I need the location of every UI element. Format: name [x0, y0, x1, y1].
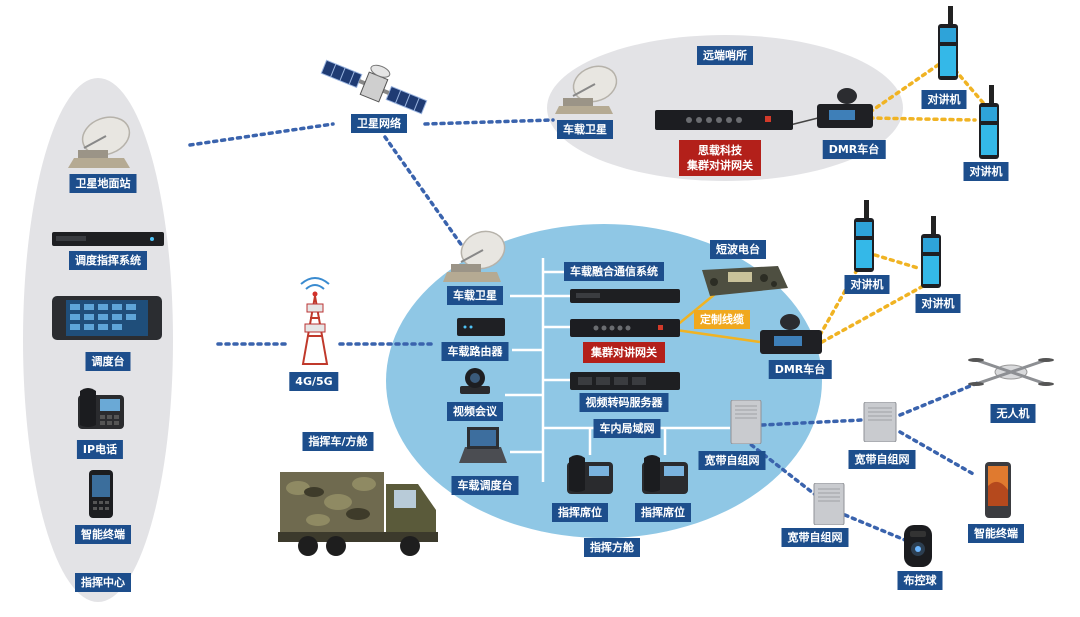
seat-phone-2-icon: [642, 455, 688, 494]
remote-radio-1-icon: [938, 6, 958, 80]
label-remote-gateway-line2: 集群对讲网关: [687, 159, 753, 172]
label-remote-radio-2: 对讲机: [963, 162, 1009, 181]
smart-terminal-icon: [89, 470, 113, 518]
cable-gateway-dmr: [675, 328, 761, 344]
vehicle-console-icon: [459, 427, 507, 463]
cell-tower-icon: [300, 277, 330, 365]
link-satellite-remote-post: [423, 118, 555, 126]
label-seat-2: 指挥席位: [635, 503, 691, 522]
vehicle-satellite-dish-icon: [443, 230, 506, 282]
radio-2-icon: [921, 216, 941, 288]
label-command-vehicle: 指挥车/方舱: [302, 432, 374, 451]
link-remote-dmr-radio2: [868, 116, 977, 122]
label-transcoder: 视频转码服务器: [579, 393, 669, 412]
label-remote-post: 远端哨所: [697, 46, 753, 65]
radio-1-icon: [854, 200, 874, 272]
link-ground-station-satellite: [188, 122, 335, 147]
label-4g5g: 4G/5G: [289, 372, 339, 391]
mesh-node-2-icon: [863, 402, 897, 442]
label-remote-gateway: 思载科技 集群对讲网关: [679, 140, 761, 176]
link-mesh3-camera: [843, 513, 907, 542]
label-dmr: DMR车台: [768, 360, 832, 379]
rugged-terminal-icon: [985, 462, 1011, 518]
label-drone: 无人机: [990, 404, 1036, 423]
transcoder-server-icon: [570, 372, 680, 390]
remote-dmr-radio-icon: [817, 88, 873, 128]
satellite-dish-icon: [68, 116, 131, 168]
label-ptz-camera: 布控球: [897, 571, 943, 590]
mesh-node-3-icon: [813, 483, 845, 525]
label-lan: 车内局域网: [593, 419, 661, 438]
label-mesh-1: 宽带自组网: [698, 451, 766, 470]
label-custom-cable: 定制线缆: [694, 310, 750, 329]
link-mesh-mesh2: [760, 418, 864, 427]
drone-icon: [968, 358, 1054, 386]
label-router: 车载路由器: [441, 342, 509, 361]
cable-remote-gateway-dmr: [789, 117, 819, 126]
seat-phone-1-icon: [567, 455, 613, 494]
ptz-camera-icon: [904, 525, 932, 567]
label-remote-gateway-line1: 思载科技: [698, 144, 742, 157]
satellite-icon: [320, 59, 428, 115]
label-vehicle-gateway-line: 集群对讲网关: [591, 346, 657, 359]
link-mesh-mesh3: [743, 438, 824, 502]
label-ground-station: 卫星地面站: [69, 174, 137, 193]
label-fusion-system: 车载融合通信系统: [564, 262, 664, 281]
label-ip-phone: IP电话: [76, 440, 124, 459]
label-remote-radio-1: 对讲机: [921, 90, 967, 109]
label-remote-dmr: DMR车台: [822, 140, 886, 159]
label-shortwave: 短波电台: [710, 240, 766, 259]
link-radio1-radio2: [873, 253, 920, 270]
fusion-server-icon: [570, 289, 680, 303]
dispatch-server-icon: [52, 232, 164, 246]
command-vehicle-icon: [278, 472, 438, 556]
label-video-conference: 视频会议: [447, 402, 503, 421]
video-camera-icon: [460, 368, 490, 394]
label-mesh-3: 宽带自组网: [781, 528, 849, 547]
dispatch-console-icon: [52, 296, 162, 340]
ip-phone-icon: [78, 388, 124, 429]
label-command-center: 指挥中心: [75, 573, 131, 592]
label-radio-1: 对讲机: [844, 275, 890, 294]
label-mesh-2: 宽带自组网: [848, 450, 916, 469]
label-smart-terminal: 智能终端: [968, 524, 1024, 543]
remote-satellite-dish-icon: [555, 65, 618, 114]
label-seat-1: 指挥席位: [552, 503, 608, 522]
label-vehicle-gateway: 集群对讲网关: [583, 342, 665, 363]
label-radio-2: 对讲机: [915, 294, 961, 313]
label-satellite-network: 卫星网络: [351, 114, 407, 133]
router-icon: [457, 318, 505, 336]
mesh-node-1-icon: [730, 400, 762, 444]
remote-radio-2-icon: [979, 85, 999, 159]
dmr-radio-icon: [760, 314, 822, 354]
label-remote-vehicle-satellite: 车载卫星: [557, 120, 613, 139]
label-dispatch-console: 调度台: [85, 352, 131, 371]
label-vehicle-console: 车载调度台: [451, 476, 519, 495]
label-vehicle-satellite: 车载卫星: [447, 286, 503, 305]
remote-gateway-device-icon: [655, 110, 793, 130]
label-smart-terminal-center: 智能终端: [75, 525, 131, 544]
shortwave-radio-icon: [702, 266, 788, 296]
label-command-cabin: 指挥方舱: [584, 538, 640, 557]
vehicle-gateway-device-icon: [570, 319, 680, 337]
label-dispatch-system: 调度指挥系统: [69, 251, 147, 270]
